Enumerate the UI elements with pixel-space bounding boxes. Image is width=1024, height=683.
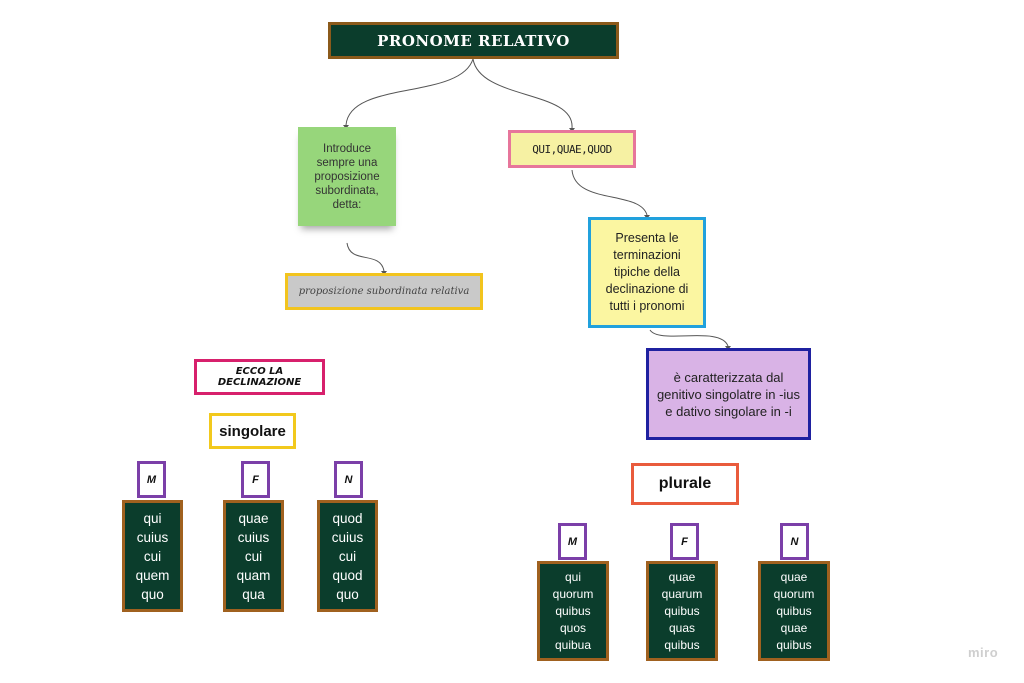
plurale-label: plurale <box>658 475 712 492</box>
form-dative: quibus <box>555 603 591 618</box>
plural-gender-n[interactable]: N <box>780 523 809 560</box>
form-accusative: quas <box>668 620 696 635</box>
gender-label: F <box>681 535 688 548</box>
form-genitive: quorum <box>773 586 815 601</box>
form-ablative: quibus <box>776 637 812 652</box>
form-dative: cui <box>143 548 162 564</box>
connector-presenta-to-caratt <box>649 329 729 347</box>
plural-gender-f[interactable]: F <box>670 523 699 560</box>
gender-label: M <box>567 535 578 548</box>
plurale-box[interactable]: plurale <box>631 463 739 505</box>
presenta-text: Presenta le terminazioni tipiche della d… <box>605 231 689 313</box>
form-nominative: quod <box>332 510 363 526</box>
form-genitive: cuius <box>237 529 270 545</box>
title-text: PRONOME RELATIVO <box>377 31 570 50</box>
gender-label: M <box>146 473 157 486</box>
form-dative: cui <box>244 548 263 564</box>
form-nominative: qui <box>143 510 162 526</box>
gender-label: F <box>252 473 259 486</box>
gender-label: N <box>344 473 353 486</box>
form-ablative: quo <box>336 586 359 602</box>
singular-gender-n[interactable]: N <box>334 461 363 498</box>
form-ablative: quibus <box>664 637 700 652</box>
form-ablative: quo <box>141 586 164 602</box>
form-dative: quibus <box>664 603 700 618</box>
title-box[interactable]: PRONOME RELATIVO <box>328 22 619 59</box>
form-nominative: quae <box>780 569 808 584</box>
form-dative: quibus <box>776 603 812 618</box>
connector-intro-to-relative <box>346 242 385 272</box>
forms-box[interactable]: QUI,QUAE,QUOD <box>508 130 636 168</box>
presenta-box[interactable]: Presenta le terminazioni tipiche della d… <box>588 217 706 328</box>
plural-board-m[interactable]: qui quorum quibus quos quibua <box>537 561 609 661</box>
form-genitive: cuius <box>136 529 169 545</box>
form-accusative: quae <box>780 620 808 635</box>
plural-gender-m[interactable]: M <box>558 523 587 560</box>
form-ablative: quibua <box>554 637 592 652</box>
caratterizzata-box[interactable]: è caratterizzata dal genitivo singolatre… <box>646 348 811 440</box>
singular-gender-f[interactable]: F <box>241 461 270 498</box>
form-genitive: quorum <box>552 586 594 601</box>
form-nominative: qui <box>564 569 581 584</box>
form-nominative: quae <box>238 510 269 526</box>
miro-watermark: miro <box>968 645 999 660</box>
relative-clause-box[interactable]: proposizione subordinata relativa <box>285 273 483 310</box>
singular-board-f[interactable]: quae cuius cui quam qua <box>223 500 284 612</box>
singular-gender-m[interactable]: M <box>137 461 166 498</box>
relative-clause-text: proposizione subordinata relativa <box>298 286 470 297</box>
form-nominative: quae <box>668 569 696 584</box>
connector-title-to-forms <box>472 58 573 129</box>
connector-title-to-intro <box>345 58 474 126</box>
caratterizzata-text: è caratterizzata dal genitivo singolatre… <box>656 369 801 419</box>
singular-board-m[interactable]: qui cuius cui quem quo <box>122 500 183 612</box>
form-genitive: cuius <box>331 529 364 545</box>
form-ablative: qua <box>242 586 265 602</box>
form-accusative: quem <box>135 567 170 583</box>
forms-text: QUI,QUAE,QUOD <box>532 142 612 156</box>
singolare-label: singolare <box>219 422 286 440</box>
singular-board-n[interactable]: quod cuius cui quod quo <box>317 500 378 612</box>
form-accusative: quam <box>236 567 271 583</box>
plural-board-n[interactable]: quae quorum quibus quae quibus <box>758 561 830 661</box>
declension-heading-text: ECCO LA DECLINAZIONE <box>217 366 302 388</box>
declension-heading-box[interactable]: ECCO LA DECLINAZIONE <box>194 359 325 395</box>
form-genitive: quarum <box>661 586 703 601</box>
singolare-box[interactable]: singolare <box>209 413 296 449</box>
intro-text: Introduce sempre una proposizione subord… <box>314 142 380 211</box>
form-accusative: quod <box>332 567 363 583</box>
gender-label: N <box>790 535 799 548</box>
plural-board-f[interactable]: quae quarum quibus quas quibus <box>646 561 718 661</box>
form-dative: cui <box>338 548 357 564</box>
form-accusative: quos <box>559 620 587 635</box>
connector-forms-to-presenta <box>571 169 648 216</box>
intro-sticky-note[interactable]: Introduce sempre una proposizione subord… <box>298 127 396 226</box>
